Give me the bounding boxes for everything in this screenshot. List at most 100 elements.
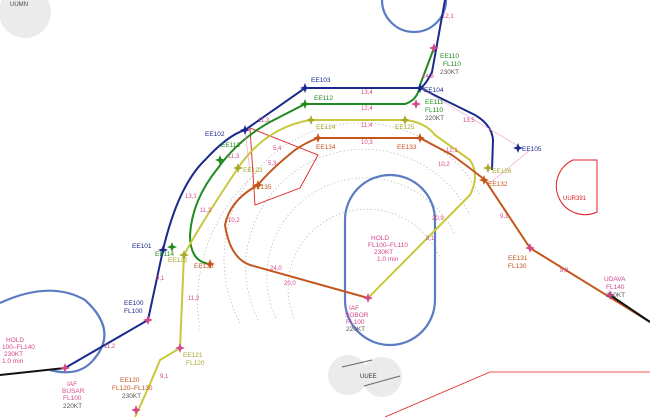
wp-ee131: EE131 bbox=[508, 255, 528, 262]
wp-ee131-alt: FL130 bbox=[508, 263, 527, 270]
blue-route bbox=[147, 0, 446, 321]
top-hold-arc bbox=[380, 0, 448, 34]
waypoint-marker-ee100 bbox=[143, 315, 153, 325]
wp-ee111: EE111 bbox=[425, 99, 444, 106]
wp-ee100: EE100 bbox=[124, 300, 144, 307]
uur391-boundary bbox=[555, 159, 598, 216]
waypoint-marker-ee133 bbox=[415, 133, 425, 143]
wp-ee111-alt: FL110 bbox=[425, 107, 443, 114]
wp-ee120-alt: FL120–FL130 bbox=[112, 385, 153, 392]
wp-ee105: EE105 bbox=[522, 146, 542, 153]
waypoint-marker-ee122 bbox=[179, 250, 189, 260]
distance-label: 9,1 bbox=[160, 374, 169, 380]
wp-ee110: EE110 bbox=[440, 53, 459, 60]
hold-center-alt: FL100–FL110 bbox=[368, 242, 408, 249]
distance-label: 12,1 bbox=[442, 14, 454, 20]
hold-left-name: HOLD bbox=[6, 337, 24, 344]
distance-label: 13,1 bbox=[185, 194, 197, 200]
distance-label: 10,2 bbox=[438, 162, 450, 168]
red-bottom-boundary bbox=[384, 371, 650, 417]
uuee-area-circle-right bbox=[362, 357, 402, 397]
distance-label: 13,4 bbox=[361, 90, 373, 96]
wp-ee133: EE133 bbox=[397, 144, 417, 151]
wp-udava: UDAVA bbox=[604, 276, 626, 283]
waypoint-marker-ee131 bbox=[525, 243, 535, 253]
uur391-label: UUR391 bbox=[563, 196, 587, 202]
waypoint-marker-ee103 bbox=[300, 83, 310, 93]
uuee-area-circle-left bbox=[328, 355, 368, 395]
waypoint-marker-ee120 bbox=[131, 405, 141, 415]
waypoint-marker-udava bbox=[605, 290, 615, 300]
hold-center-name: HOLD bbox=[371, 235, 389, 242]
restricted-area: UUR391 bbox=[249, 127, 650, 417]
wp-ee126: EE126 bbox=[492, 168, 512, 175]
waypoint-marker-ee135 bbox=[253, 180, 263, 190]
wp-ee112: EE112 bbox=[314, 95, 333, 102]
range-ring-far bbox=[197, 169, 261, 331]
waypoint-marker-ee110 bbox=[429, 43, 439, 53]
uumn-label: UUMN bbox=[10, 2, 28, 8]
waypoint-marker-ee113 bbox=[215, 155, 225, 165]
yellow-route bbox=[134, 119, 476, 417]
waypoint-labels: EE103 EE104 EE105 EE102 EE101 EE100 FL10… bbox=[2, 53, 626, 410]
wp-ee132: EE132 bbox=[488, 181, 508, 188]
center-hold bbox=[343, 173, 437, 347]
wp-udava-alt: FL140 bbox=[606, 284, 625, 291]
waypoint-marker-ee114 bbox=[167, 242, 177, 252]
wp-ee124: EE124 bbox=[316, 124, 336, 131]
wp-busar-alt: FL100 bbox=[63, 395, 82, 402]
wp-ee125: EE125 bbox=[395, 124, 415, 131]
wp-ee103: EE103 bbox=[311, 77, 331, 84]
blue-route-south bbox=[64, 319, 149, 369]
wp-ee136: EE136 bbox=[194, 263, 214, 270]
left-hold bbox=[0, 289, 106, 374]
wp-ee120: EE120 bbox=[120, 377, 140, 384]
wp-sobor-iaf: IAF bbox=[349, 305, 359, 312]
wp-ee114: EE114 bbox=[155, 251, 174, 258]
distance-label: 8,1 bbox=[426, 236, 435, 242]
area-circles: UUMN UUEE bbox=[0, 0, 448, 397]
distance-label: 12,1 bbox=[446, 148, 458, 154]
distance-label: 8,9 bbox=[560, 268, 569, 274]
distance-label: 11,2 bbox=[188, 296, 200, 302]
waypoint-marker-ee136 bbox=[205, 259, 215, 269]
waypoint-marker-ee124 bbox=[306, 115, 316, 125]
waypoint-marker-ee123 bbox=[233, 163, 243, 173]
range-ring-outer bbox=[223, 122, 481, 324]
hold-left-time: 1.0 min bbox=[2, 358, 24, 365]
waypoint-marker-ee112 bbox=[300, 99, 310, 109]
waypoint-marker-ee104 bbox=[415, 83, 425, 93]
range-ring-2 bbox=[266, 177, 456, 319]
distance-label: 14,8 bbox=[422, 74, 434, 80]
leg-distances: 13,4 12,4 11,4 10,3 13,5 12,1 11,3 10,2 … bbox=[104, 14, 569, 380]
distance-label: 5,3 bbox=[268, 161, 277, 167]
wp-busar-speed: 220KT bbox=[63, 403, 82, 410]
wp-sobor-fix: SOBOR bbox=[345, 312, 369, 319]
wp-ee110-alt: FL110 bbox=[443, 61, 461, 68]
waypoint-marker-ee101 bbox=[158, 245, 168, 255]
distance-label: 20,9 bbox=[432, 216, 444, 222]
wp-busar-iaf: IAF bbox=[67, 381, 77, 388]
distance-label: 5,4 bbox=[273, 146, 282, 152]
hold-left-speed: 230KT bbox=[4, 351, 23, 358]
distance-label: 12,4 bbox=[361, 106, 373, 112]
hold-center-speed: 230KT bbox=[374, 249, 393, 256]
dimension-lines bbox=[244, 87, 531, 184]
distance-label: 11,2 bbox=[104, 344, 116, 350]
waypoint-marker-ee105 bbox=[513, 143, 523, 153]
distance-label: 11,4 bbox=[361, 123, 373, 129]
wp-ee120-speed: 230KT bbox=[122, 393, 141, 400]
wp-ee100-alt: FL100 bbox=[124, 308, 143, 315]
wp-ee111-speed: 220KT bbox=[425, 115, 444, 122]
range-ring-1 bbox=[287, 208, 441, 319]
distance-label: 9,1 bbox=[500, 214, 509, 220]
holding-patterns bbox=[0, 173, 437, 374]
wp-ee134: EE134 bbox=[316, 144, 336, 151]
waypoint-marker-busar bbox=[60, 363, 70, 373]
waypoint-marker-ee102 bbox=[240, 125, 250, 135]
distance-label: 24,0 bbox=[270, 266, 282, 272]
wp-ee135: EE135 bbox=[252, 184, 272, 191]
distance-label: 10,3 bbox=[361, 140, 373, 146]
wp-ee101: EE101 bbox=[132, 243, 152, 250]
